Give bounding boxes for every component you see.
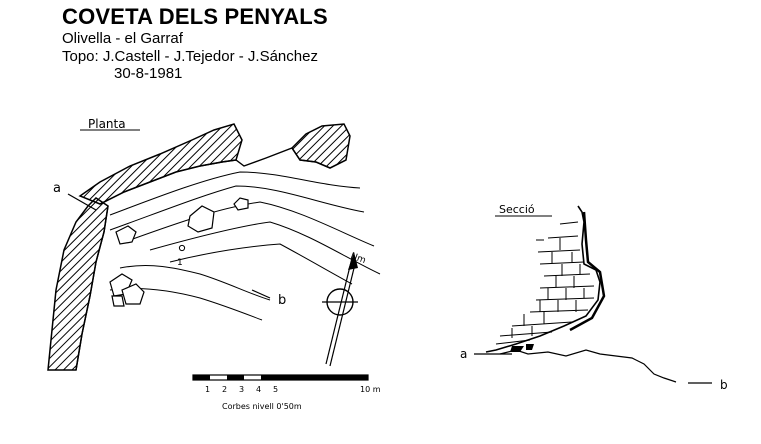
scale-tick-2: 2 bbox=[222, 385, 227, 394]
survey-station-marker bbox=[178, 244, 186, 252]
plan-passage-outline bbox=[99, 147, 347, 205]
section-rock-profile bbox=[485, 205, 601, 353]
plan-contours bbox=[109, 171, 381, 321]
plan-boulder bbox=[187, 205, 215, 233]
section-floor-profile bbox=[499, 349, 677, 383]
plan-boulder bbox=[115, 225, 137, 245]
contour-interval-note: Corbes nivell 0'50m bbox=[222, 402, 302, 411]
cave-title: COVETA DELS PENYALS bbox=[62, 4, 328, 29]
section-rock-fragment bbox=[510, 346, 524, 352]
section-line-a bbox=[67, 193, 97, 211]
plan-point-a: a bbox=[53, 181, 61, 196]
north-arrow-icon bbox=[322, 252, 358, 367]
plan-label: Planta bbox=[88, 117, 126, 131]
plan-boulder bbox=[121, 283, 145, 305]
survey-station-label: 1 bbox=[177, 258, 183, 268]
plan-boulder bbox=[111, 295, 125, 307]
scale-tick-5: 5 bbox=[273, 385, 278, 394]
scale-tick-3: 3 bbox=[239, 385, 244, 394]
section-line-b bbox=[251, 289, 271, 299]
section-rock-fragment bbox=[526, 344, 534, 350]
plan-wall-inner-line bbox=[75, 205, 109, 371]
plan-boulder bbox=[233, 197, 249, 211]
section-point-a: a bbox=[460, 347, 467, 361]
header: COVETA DELS PENYALS Olivella - el Garraf… bbox=[62, 4, 328, 82]
topographers-text: Topo: J.Castell - J.Tejedor - J.Sánchez bbox=[62, 48, 318, 65]
scale-tick-4: 4 bbox=[256, 385, 261, 394]
section-point-b: b bbox=[720, 378, 728, 392]
scale-bar: 1 2 3 4 5 10 m Corbes nivell 0'50m bbox=[192, 374, 381, 411]
section-view: Secció a b bbox=[460, 203, 728, 392]
section-label: Secció bbox=[499, 203, 535, 216]
section-rock-edge bbox=[569, 211, 606, 332]
plan-wall-top-right bbox=[291, 123, 351, 169]
scale-tick-10m: 10 m bbox=[360, 385, 381, 394]
plan-wall-left bbox=[47, 197, 109, 371]
plan-point-b: b bbox=[278, 293, 286, 308]
location-text: Olivella - el Garraf bbox=[62, 30, 183, 47]
section-rock-blocks bbox=[495, 221, 595, 345]
north-label: Nm bbox=[349, 251, 367, 266]
plan-view: Planta 1 a bbox=[47, 117, 381, 371]
scale-tick-1: 1 bbox=[205, 385, 210, 394]
survey-date: 30-8-1981 bbox=[114, 65, 183, 82]
